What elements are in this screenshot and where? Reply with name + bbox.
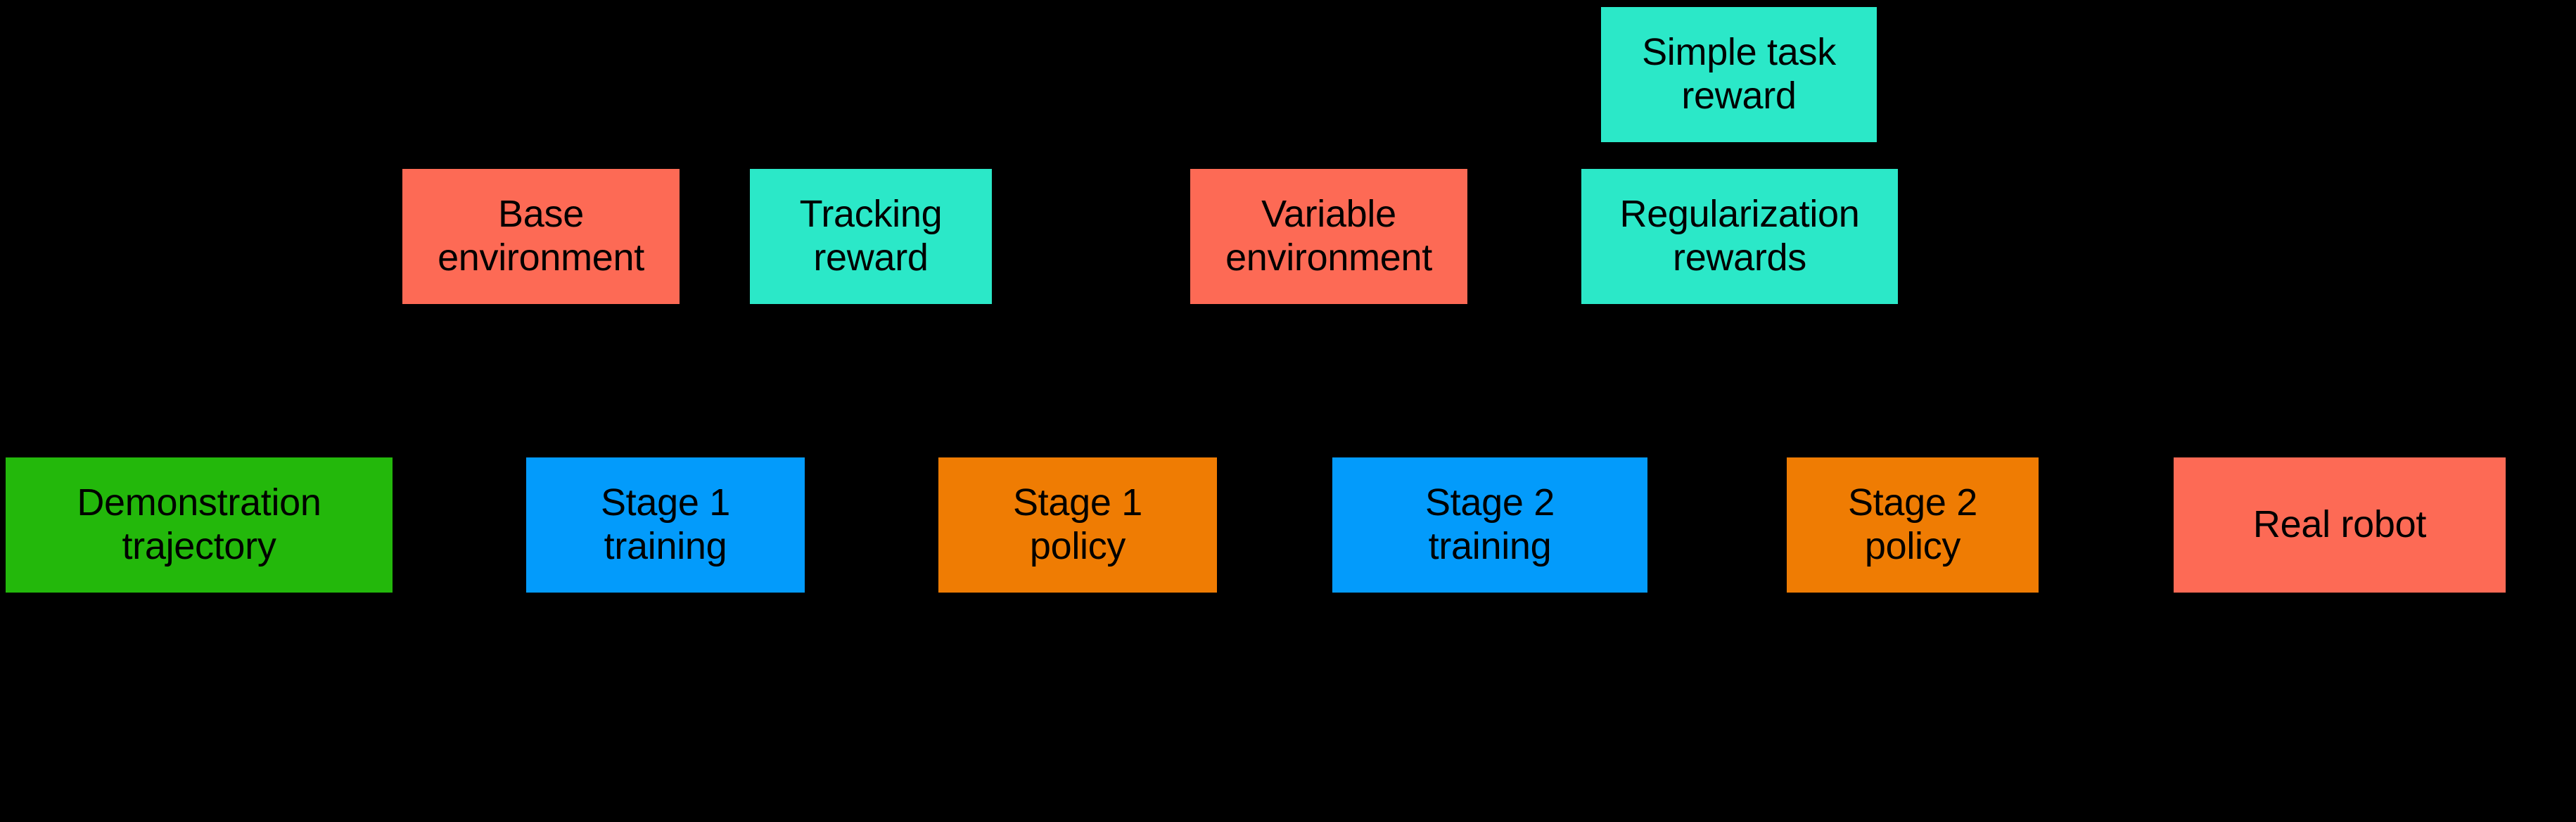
node-stage-1-training[interactable]: Stage 1 training [526,457,805,593]
node-tracking-reward[interactable]: Tracking reward [750,169,992,304]
node-simple-task-reward[interactable]: Simple task reward [1601,7,1877,142]
node-base-environment[interactable]: Base environment [402,169,680,304]
node-stage-2-policy[interactable]: Stage 2 policy [1787,457,2039,593]
node-stage-1-policy[interactable]: Stage 1 policy [938,457,1217,593]
node-variable-environment[interactable]: Variable environment [1190,169,1467,304]
node-stage-2-training[interactable]: Stage 2 training [1332,457,1647,593]
node-real-robot[interactable]: Real robot [2174,457,2506,593]
node-regularization-rewards[interactable]: Regularization rewards [1581,169,1898,304]
node-demonstration-trajectory[interactable]: Demonstration trajectory [6,457,393,593]
